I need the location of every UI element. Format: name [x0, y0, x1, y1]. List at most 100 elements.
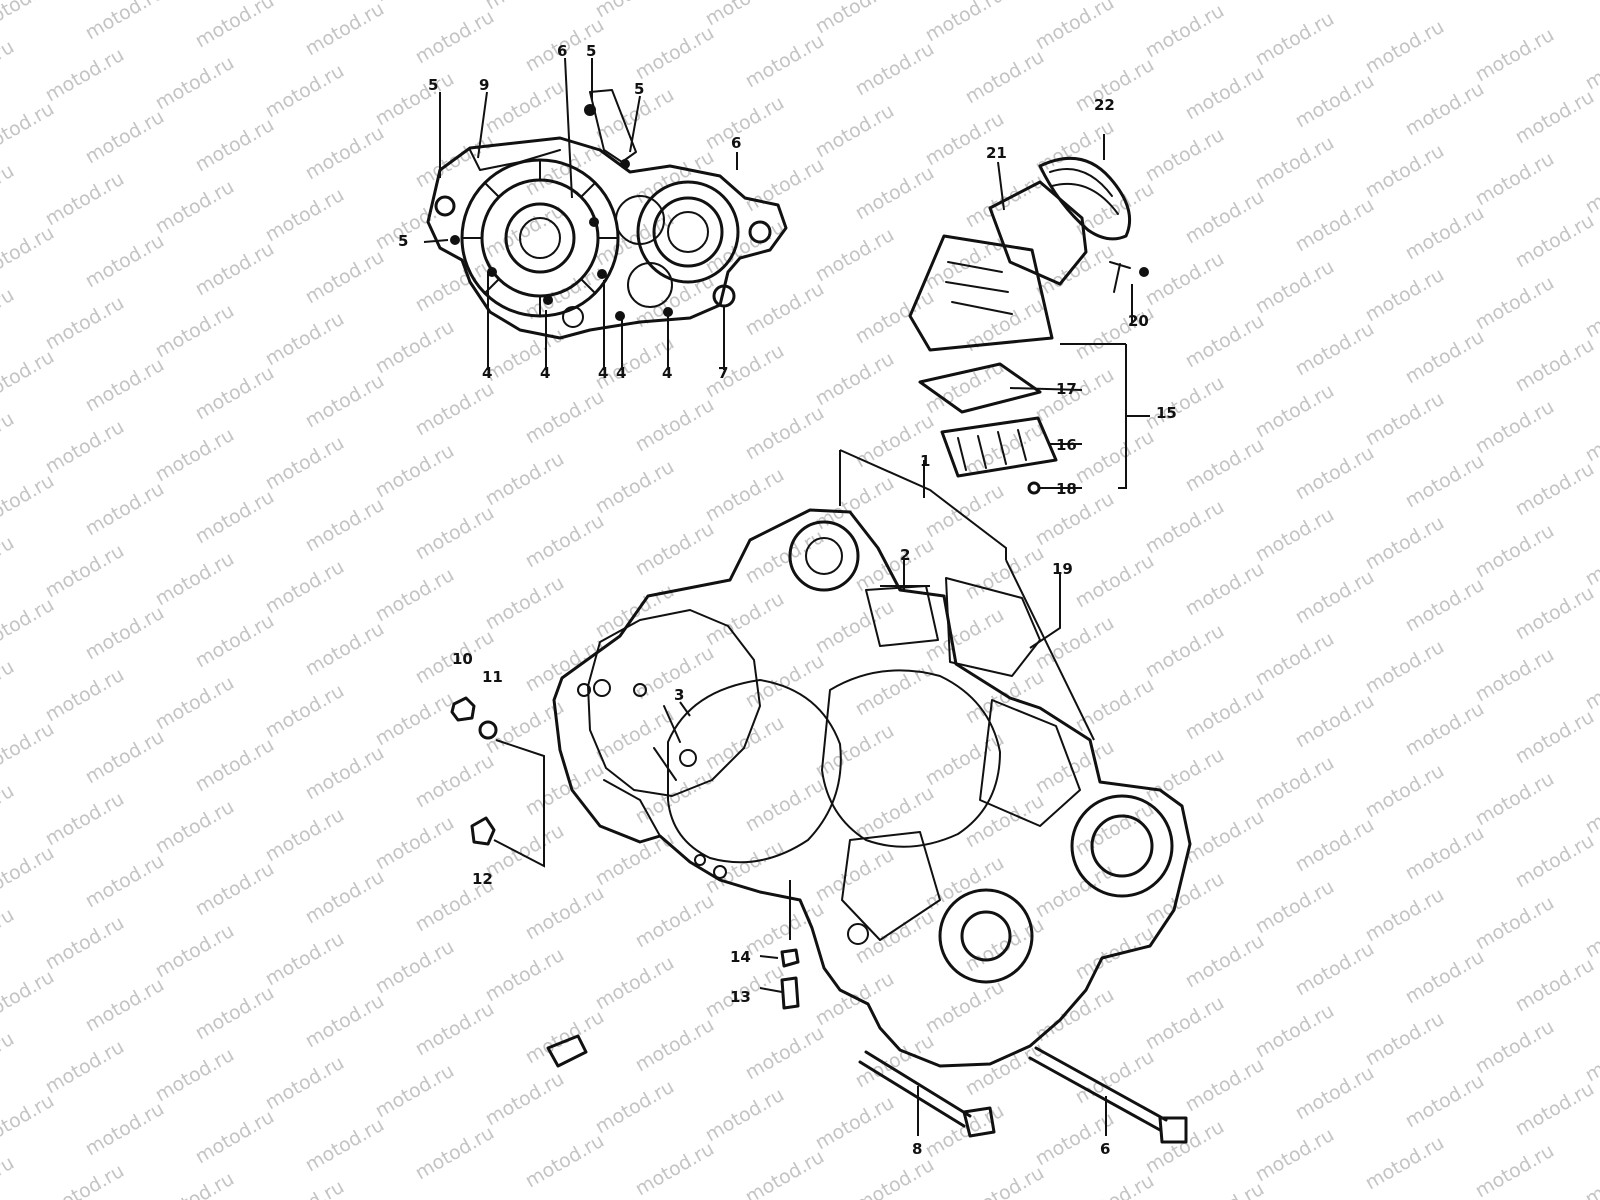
watermark-text: motod.ru — [1512, 334, 1598, 397]
watermark-text: motod.ru — [1072, 550, 1158, 613]
watermark-text: motod.ru — [372, 564, 458, 627]
watermark-text: motod.ru — [262, 308, 348, 371]
watermark-text: motod.ru — [192, 858, 278, 921]
watermark-text: motod.ru — [82, 726, 168, 789]
watermark-text: motod.ru — [742, 1022, 828, 1085]
label-20: 20 — [1128, 312, 1149, 330]
watermark-text: motod.ru — [632, 394, 718, 457]
watermark-text: motod.ru — [152, 548, 238, 611]
watermark-text: motod.ru — [0, 470, 58, 533]
watermark-text: motod.ru — [632, 1138, 718, 1200]
watermark-text: motod.ru — [372, 1060, 458, 1123]
watermark-text: motod.ru — [42, 788, 128, 851]
plug-12 — [470, 816, 496, 846]
label-6: 7 — [718, 364, 728, 382]
watermark-text: motod.ru — [592, 828, 678, 891]
watermark-text: motod.ru — [1512, 210, 1598, 273]
watermark-text: motod.ru — [192, 734, 278, 797]
watermark-text: motod.ru — [1142, 0, 1228, 62]
watermark-text: motod.ru — [192, 982, 278, 1045]
label-19: 19 — [1052, 560, 1073, 578]
watermark-text: motod.ru — [192, 0, 278, 52]
watermark-text: motod.ru — [1582, 652, 1600, 715]
crankcase-assembly — [552, 508, 1192, 1068]
label-6: 6 — [557, 42, 567, 60]
watermark-text: motod.ru — [702, 588, 788, 651]
watermark-text: motod.ru — [262, 680, 348, 743]
watermark-text: motod.ru — [262, 1176, 348, 1200]
watermark-text: motod.ru — [1362, 388, 1448, 451]
label-9: 6 — [1100, 1140, 1110, 1158]
watermark-text: motod.ru — [482, 448, 568, 511]
watermark-text: motod.ru — [1362, 264, 1448, 327]
watermark-text: motod.ru — [0, 284, 18, 347]
watermark-text: motod.ru — [1252, 380, 1338, 443]
watermark-text: motod.ru — [192, 610, 278, 673]
watermark-text: motod.ru — [42, 912, 128, 975]
watermark-text: motod.ru — [192, 486, 278, 549]
watermark-text: motod.ru — [42, 1160, 128, 1200]
watermark-text: motod.ru — [82, 974, 168, 1037]
watermark-text: motod.ru — [1362, 512, 1448, 575]
watermark-text: motod.ru — [262, 60, 348, 123]
watermark-text: motod.ru — [1072, 1046, 1158, 1109]
watermark-text: motod.ru — [372, 68, 458, 131]
watermark-text: motod.ru — [812, 472, 898, 535]
watermark-text: motod.ru — [742, 526, 828, 589]
label-8: 8 — [912, 1140, 922, 1158]
watermark-text: motod.ru — [1362, 884, 1448, 947]
watermark-text: motod.ru — [372, 316, 458, 379]
watermark-text: motod.ru — [1582, 1148, 1600, 1200]
watermark-text: motod.ru — [82, 106, 168, 169]
label-5: 5 — [428, 76, 438, 94]
watermark-text: motod.ru — [1512, 954, 1598, 1017]
watermark-text: motod.ru — [1402, 822, 1488, 885]
watermark-text: motod.ru — [152, 300, 238, 363]
watermark-text: motod.ru — [1292, 1062, 1378, 1125]
watermark-text: motod.ru — [1252, 256, 1338, 319]
watermark-text: motod.ru — [1142, 496, 1228, 559]
watermark-text: motod.ru — [482, 0, 568, 14]
label-6: 6 — [731, 134, 741, 152]
watermark-text: motod.ru — [1182, 930, 1268, 993]
label-4: 4 — [662, 364, 672, 382]
intake-reed-valve-assembly — [908, 156, 1150, 495]
watermark-text: motod.ru — [1252, 8, 1338, 71]
watermark-text: motod.ru — [42, 540, 128, 603]
watermark-text: motod.ru — [1512, 830, 1598, 893]
label-21: 21 — [986, 144, 1007, 162]
watermark-text: motod.ru — [482, 944, 568, 1007]
watermark-text: motod.ru — [412, 378, 498, 441]
watermark-text: motod.ru — [1402, 78, 1488, 141]
label-10: 10 — [452, 650, 473, 668]
watermark-text: motod.ru — [742, 30, 828, 93]
watermark-text: motod.ru — [1402, 574, 1488, 637]
watermark-text: motod.ru — [522, 882, 608, 945]
watermark-text: motod.ru — [0, 346, 58, 409]
watermark-text: motod.ru — [1142, 372, 1228, 435]
watermark-text: motod.ru — [1142, 744, 1228, 807]
watermark-text: motod.ru — [1252, 628, 1338, 691]
watermark-text: motod.ru — [1182, 62, 1268, 125]
watermark-text: motod.ru — [42, 292, 128, 355]
watermark-text: motod.ru — [812, 596, 898, 659]
watermark-text: motod.ru — [152, 424, 238, 487]
watermark-text: motod.ru — [1252, 504, 1338, 567]
label-4: 4 — [598, 364, 608, 382]
watermark-text: motod.ru — [192, 114, 278, 177]
watermark-text: motod.ru — [1582, 776, 1600, 839]
small-hardware — [450, 696, 1188, 1144]
watermark-text: motod.ru — [262, 1052, 348, 1115]
watermark-text: motod.ru — [742, 154, 828, 217]
watermark-text: motod.ru — [1252, 1124, 1338, 1187]
watermark-text: motod.ru — [0, 1028, 18, 1091]
watermark-text: motod.ru — [412, 1122, 498, 1185]
watermark-text: motod.ru — [1582, 528, 1600, 591]
watermark-text: motod.ru — [1292, 814, 1378, 877]
watermark-text: motod.ru — [1402, 326, 1488, 389]
watermark-text: motod.ru — [1072, 674, 1158, 737]
crankcase-half-detail — [426, 89, 788, 340]
label-12: 12 — [472, 870, 493, 888]
